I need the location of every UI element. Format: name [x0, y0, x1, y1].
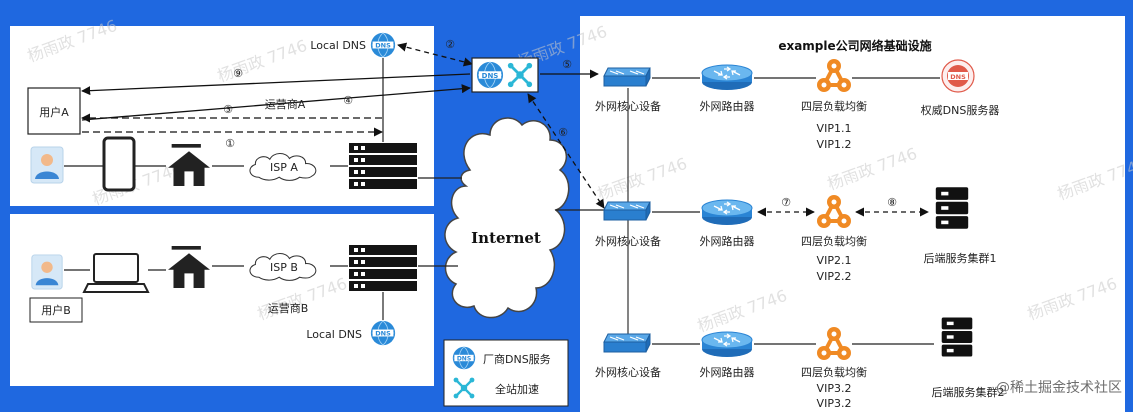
legend: 厂商DNS服务 全站加速: [443, 339, 569, 407]
dns-accel-hub: [471, 57, 539, 93]
lb-label: 四层负载均衡: [801, 365, 867, 379]
credit-watermark: @稀土掘金技术社区: [996, 380, 1122, 396]
step-5: ⑤: [562, 58, 572, 71]
isp-b-label: ISP B: [270, 261, 298, 274]
phone-icon: [102, 136, 136, 192]
endpoint-label: 权威DNS服务器: [921, 104, 1000, 117]
router-icon: [701, 199, 753, 226]
vip-label: VIP2.2: [817, 270, 852, 283]
router-icon: [701, 331, 753, 358]
step-6: ⑥: [558, 126, 568, 139]
local-dns-a-label: Local DNS: [310, 39, 366, 52]
carrier-b-label: 运营商B: [268, 301, 309, 315]
carrier-a-label: 运营商A: [265, 97, 306, 111]
core-switch-icon: [603, 333, 651, 353]
infra-row-3: 外网核心设备 外网路由器 四层负载均衡 VIP3.2 VIP3.2 后端服务集群…: [595, 317, 1005, 410]
step-9: ⑨: [233, 67, 243, 80]
flow-9-arrow: [81, 73, 471, 96]
user-icon: [30, 146, 64, 184]
step-4: ④: [343, 94, 353, 107]
local-dns-b-label: Local DNS: [306, 328, 362, 341]
svg-text:DNS: DNS: [950, 73, 966, 81]
step-2: ②: [445, 38, 455, 51]
router-label: 外网路由器: [700, 234, 755, 248]
flow-6-arrow: [527, 93, 605, 209]
user-b-label: 用户B: [41, 303, 71, 317]
core-switch-icon: [603, 67, 651, 87]
infra-row-1: 外网核心设备 外网路由器 四层负载均衡 VIP1.1 VIP1.2 DNS 权威…: [595, 58, 1000, 151]
router-icon: [701, 64, 753, 91]
user-a-box: [27, 87, 81, 135]
core-device-label: 外网核心设备: [595, 99, 661, 113]
core-device-label: 外网核心设备: [595, 365, 661, 379]
step-7: ⑦: [781, 196, 791, 209]
legend-accel-label: 全站加速: [495, 382, 539, 396]
laptop-icon: [82, 253, 150, 293]
step-1: ①: [225, 137, 235, 150]
endpoint-label: 后端服务集群2: [932, 385, 1005, 399]
vip-label: VIP2.1: [817, 254, 852, 267]
lb-label: 四层负载均衡: [801, 234, 867, 248]
company-title: example公司网络基础设施: [778, 38, 931, 53]
local-dns-b-icon: [370, 320, 396, 346]
vendor-dns-icon: [476, 61, 504, 89]
backend-server-icon: [935, 187, 969, 229]
vip-label: VIP3.2: [817, 397, 852, 410]
step-8: ⑧: [887, 196, 897, 209]
company-panel: [580, 16, 1125, 412]
lb-label: 四层负载均衡: [801, 99, 867, 113]
flow-2-arrow: [397, 42, 473, 67]
authoritative-dns-icon: DNS: [941, 59, 975, 93]
infra-row-2: 外网核心设备 外网路由器 ⑦ 四层负载均衡 VIP2.1 VIP2.2 ⑧ 后端…: [595, 187, 997, 283]
internet-cloud: [444, 117, 570, 319]
router-label: 外网路由器: [700, 365, 755, 379]
user-a-label: 用户A: [39, 105, 69, 119]
flow-4-arrow: [81, 84, 471, 121]
step-3: ③: [223, 103, 233, 116]
vip-label: VIP1.2: [817, 138, 852, 151]
local-dns-a-icon: [370, 32, 396, 58]
core-device-label: 外网核心设备: [595, 234, 661, 248]
user-b-box: [29, 297, 83, 323]
isp-a-label: ISP A: [270, 161, 298, 174]
vip-label: VIP3.2: [817, 382, 852, 395]
internet-label: Internet: [471, 229, 541, 247]
endpoint-label: 后端服务集群1: [924, 251, 997, 265]
router-label: 外网路由器: [700, 99, 755, 113]
legend-dns-icon: [452, 346, 476, 370]
legend-dns-label: 厂商DNS服务: [483, 352, 551, 366]
vip-label: VIP1.1: [817, 122, 852, 135]
user-icon: [31, 254, 63, 290]
core-switch-icon: [603, 201, 651, 221]
backend-server-icon: [941, 317, 973, 357]
